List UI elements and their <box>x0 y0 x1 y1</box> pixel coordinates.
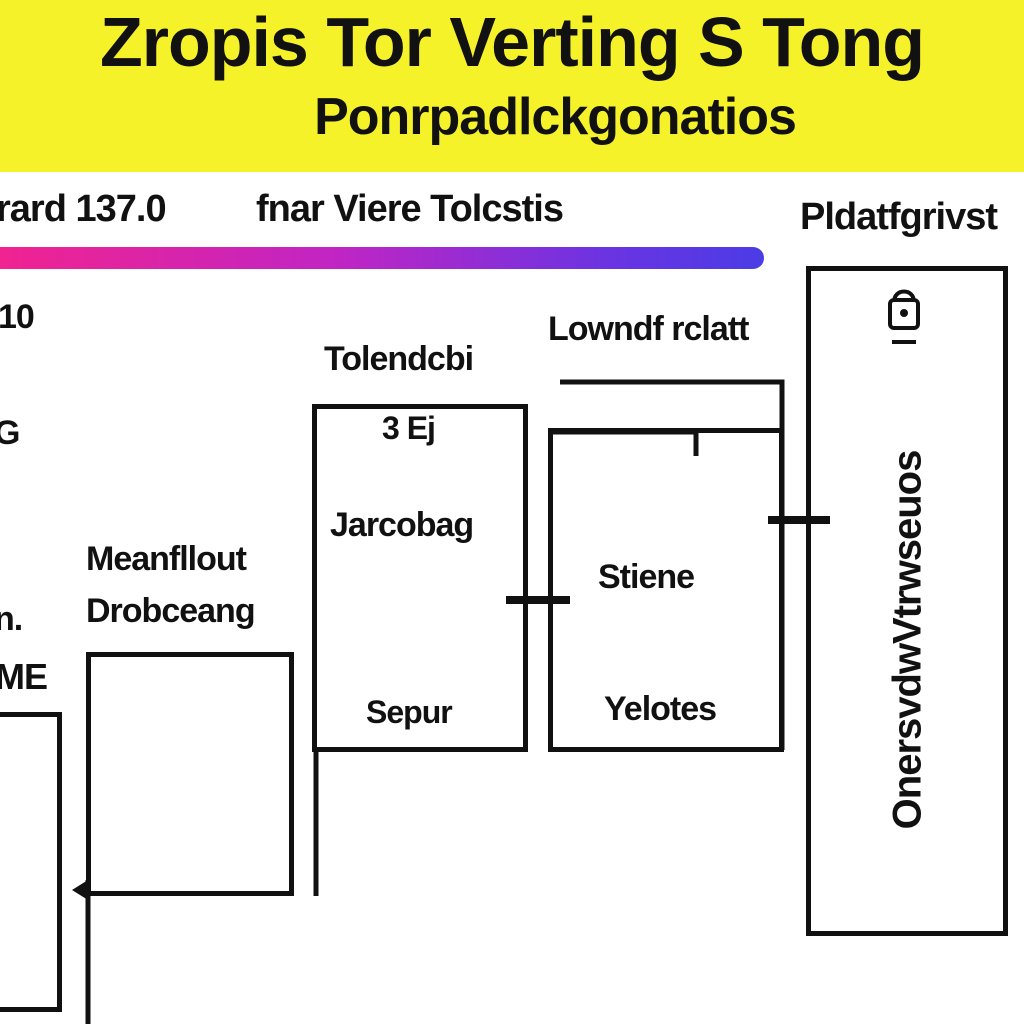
header-center-label: fnar Viere Tolcstis <box>256 188 564 230</box>
left-partial-box <box>0 712 62 1012</box>
meanfllout-title-line2: Drobceang <box>86 592 256 630</box>
lock-icon <box>884 282 924 352</box>
side-panel-box <box>806 266 1008 936</box>
tolendcb-footer: Sepur <box>366 694 453 730</box>
tolendcb-node-box <box>312 404 528 752</box>
left-label-2: G <box>0 414 20 452</box>
left-label-4: TME <box>0 656 48 697</box>
header-left-label: rard 137.0 <box>0 188 167 230</box>
tolendcb-title: Tolendcbi <box>324 340 474 378</box>
progress-gradient-bar <box>0 247 764 269</box>
tolendcb-number: 3 Ej <box>382 410 436 446</box>
stiene-label: Stiene <box>598 558 695 596</box>
left-label-1: 10 <box>0 298 35 336</box>
banner-title: Zropis Tor Verting S Tong <box>99 3 925 81</box>
meanfllout-title-line1: Meanfllout <box>86 540 247 578</box>
meanfllout-node-box <box>86 652 294 896</box>
title-banner: Zropis Tor Verting S Tong Ponrpadlckgona… <box>0 0 1024 172</box>
banner-subtitle: Ponrpadlckgonatios <box>314 88 797 146</box>
header-right-label: Pldatfgrivst <box>800 196 998 238</box>
tolendcb-label: Jarcobag <box>330 506 474 544</box>
left-label-3: n. <box>0 600 23 638</box>
stiene-title: Lowndf rclatt <box>548 310 749 348</box>
stiene-footer: Yelotes <box>604 690 717 728</box>
